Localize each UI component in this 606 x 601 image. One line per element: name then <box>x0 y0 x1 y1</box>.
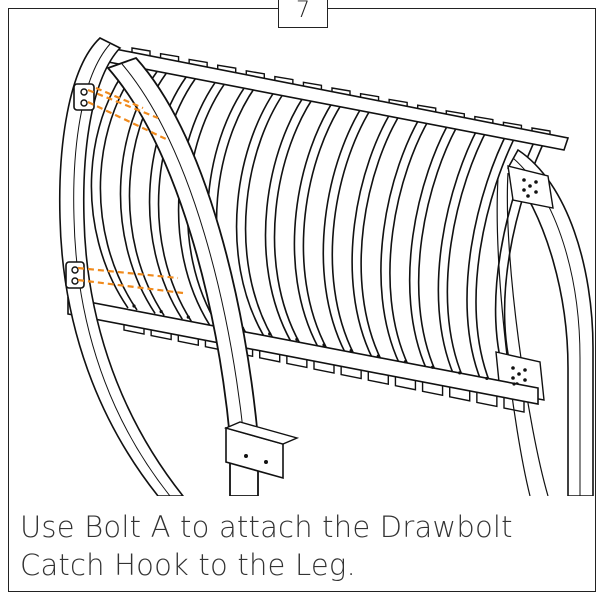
roof-rib-line <box>446 124 491 378</box>
rail-hole <box>458 371 462 375</box>
roof-rib-line <box>244 84 291 339</box>
roof-rib-line <box>389 112 434 367</box>
leg-foot-top <box>223 421 300 445</box>
rail-hole <box>403 360 408 364</box>
roof-rib-line <box>157 66 205 322</box>
bracket-hole <box>528 184 532 188</box>
bottom-rail <box>67 297 539 405</box>
roof-rib-line <box>273 89 320 344</box>
roof-rib-line <box>351 104 396 359</box>
lower-drawbolt-catch-hook <box>65 261 85 289</box>
bottom-rail-holes <box>132 304 516 386</box>
bracket-hole <box>511 376 515 380</box>
bracket-hole <box>523 368 527 372</box>
bracket-hole <box>523 378 527 382</box>
leg-foot-hole <box>264 460 268 464</box>
greenhouse-frame-assembly-drawing <box>58 37 594 496</box>
bracket-hole <box>526 194 530 198</box>
rail-hole <box>485 376 489 381</box>
roof-rib-line <box>322 99 368 353</box>
bracket-hole <box>534 180 538 184</box>
roof-rib-line <box>475 129 520 383</box>
rail-hole <box>186 315 190 319</box>
rail-hole <box>322 343 326 347</box>
rail-hole <box>349 348 353 353</box>
rail-hole <box>268 332 272 336</box>
roof-rib-line <box>380 110 425 365</box>
right-upper-bracket-holes <box>522 178 538 198</box>
bracket-hole <box>517 372 521 376</box>
right-leg-back-line <box>506 172 549 496</box>
rail-hole <box>159 309 163 314</box>
roof-rib-line <box>408 116 453 370</box>
bracket-hole <box>522 188 526 192</box>
rail-hole <box>295 337 299 342</box>
right-leg-back-line-2 <box>496 177 531 496</box>
rail-hole <box>132 304 136 308</box>
front-leg-inner <box>121 63 245 439</box>
instruction-text: Use Bolt A to attach the Drawbolt Catch … <box>20 510 513 582</box>
roof-rib-line <box>360 106 405 361</box>
rail-hole <box>430 365 435 369</box>
roof-rib-line <box>148 64 196 320</box>
rail-hole <box>512 382 516 386</box>
roof-rib-line <box>235 82 282 337</box>
roof-rib-line <box>293 93 339 348</box>
bracket-hole <box>522 178 526 182</box>
roof-rib-line <box>466 127 511 381</box>
step-number-tab: 7 <box>278 0 328 28</box>
upper-drawbolt-catch-hook <box>73 83 95 111</box>
bracket-hole <box>534 190 538 194</box>
roof-rib-line <box>302 95 348 350</box>
roof-rib-line <box>264 87 311 342</box>
rail-hole <box>376 354 380 358</box>
alignment-guide-lines <box>77 86 184 295</box>
leg-foot-hole <box>244 454 248 458</box>
bracket-hole <box>511 366 515 370</box>
roof-rib-line <box>417 118 462 372</box>
roof-rib-line <box>331 101 377 355</box>
roof-rib-line <box>437 122 482 376</box>
right-leg <box>507 148 594 496</box>
